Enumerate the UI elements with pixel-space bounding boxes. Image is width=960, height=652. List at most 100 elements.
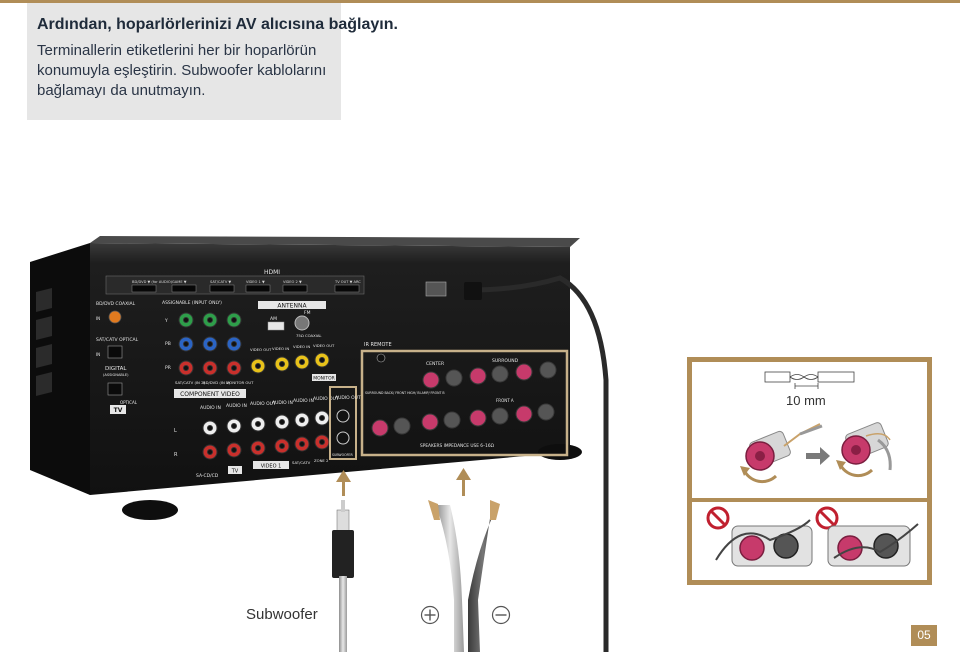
- optical-port-sat: [107, 345, 123, 359]
- component-y-label: Y: [164, 318, 168, 324]
- assignable-label: ASSIGNABLE (INPUT ONLY): [162, 300, 222, 306]
- channel-l-label: L: [174, 428, 177, 434]
- tv-badge: [110, 405, 126, 414]
- digital-label: DIGITAL: [105, 366, 127, 372]
- subwoofer-caption: Subwoofer: [246, 606, 318, 623]
- subwoofer-jack-1: [336, 409, 350, 423]
- monitor-label: MONITOR: [313, 376, 335, 382]
- video-in-label-2: VIDEO IN: [293, 344, 310, 349]
- coaxial-in-label: IN: [96, 316, 100, 321]
- front-b-label: SURROUND BACK/ FRONT HIGH/ BI-AMP/ FRONT…: [365, 391, 445, 395]
- receiver-foot-right: [538, 444, 582, 460]
- sacd-label: SA-CD/CD: [196, 473, 219, 479]
- audio-in-label-sat: AUDIO IN: [293, 398, 314, 404]
- channel-r-label: R: [174, 452, 178, 458]
- optical-port-tv: [107, 382, 123, 396]
- video-out-label: VIDEO OUT: [250, 347, 272, 352]
- subwoofer-port-label: SUBWOOFER: [332, 453, 353, 457]
- component-jacks: [178, 312, 242, 376]
- instruction-callout: Ardından, hoparlörlerinizi AV alıcısına …: [27, 3, 398, 120]
- antenna-plug: [464, 282, 482, 300]
- video-in-label-1: VIDEO IN: [272, 346, 289, 351]
- ir-remote-label: IR REMOTE: [364, 342, 392, 348]
- arrow-up-icon: [336, 470, 351, 496]
- top-accent-rule: [0, 0, 960, 3]
- hdmi-input-bd: BD/DVD ▼ (for AUDIO): [132, 280, 173, 284]
- surround-label: SURROUND: [492, 358, 519, 364]
- video1-badge: [253, 461, 289, 469]
- component-pb-label: PB: [165, 341, 171, 347]
- sat-catv-optical-label: SAT/CATV OPTICAL: [96, 337, 139, 343]
- hdmi-input-game: GAME ▼: [172, 280, 187, 284]
- speaker-terminals: [371, 361, 557, 437]
- hdmi-input-video2: VIDEO 2 ▼: [283, 280, 302, 284]
- fm-coaxial-label: 75Ω COAXIAL: [296, 333, 322, 338]
- plus-circle-icon: [420, 605, 440, 625]
- wire-strip-length: 10 mm: [786, 393, 826, 408]
- audio-in-label-tv: AUDIO IN: [226, 403, 247, 409]
- antenna-badge: [258, 301, 326, 309]
- hdmi-label: HDMI: [264, 269, 280, 276]
- subwoofer-highlight: [329, 386, 357, 460]
- ir-remote-jack: [376, 353, 386, 363]
- am-terminal: [267, 321, 285, 331]
- tv-optical-label: OPTICAL: [120, 400, 138, 405]
- instruction-title: Ardından, hoparlörlerinizi AV alıcısına …: [37, 16, 398, 33]
- receiver-top-edge: [90, 236, 580, 247]
- video-out-label-2: VIDEO OUT: [313, 343, 335, 348]
- speaker-cable: [428, 500, 500, 652]
- am-label: AM: [270, 316, 277, 322]
- hdmi-tv-out: TV OUT ▼ ARC: [334, 280, 361, 284]
- arrow-right-icon: [806, 447, 830, 465]
- prohibited-icon: [706, 506, 730, 530]
- audio-in-label-sacd: AUDIO IN: [200, 405, 221, 411]
- monitor-badge: [312, 374, 336, 381]
- side-vents: [36, 288, 52, 396]
- tv-audio-label: TV: [231, 469, 239, 475]
- minus-circle-icon: [491, 605, 511, 625]
- terminal-tightened-illustration: [836, 422, 892, 478]
- fm-terminal: [294, 315, 310, 331]
- wrong-connection-right: [827, 523, 919, 567]
- tv-badge-label: TV: [114, 407, 123, 414]
- arrow-up-icon: [456, 468, 471, 496]
- component-video-badge: [174, 389, 246, 398]
- audio-out-label-1: AUDIO OUT: [250, 401, 276, 407]
- hdmi-ports: [131, 284, 360, 293]
- video1-label: VIDEO 1: [261, 464, 282, 470]
- prohibited-icon: [815, 506, 839, 530]
- front-a-label: FRONT A: [496, 398, 514, 403]
- wrong-connection-left: [715, 519, 813, 567]
- terminal-insert-illustration: [740, 423, 823, 484]
- bd-dvd-coaxial-label: BD/DVD COAXIAL: [96, 301, 136, 307]
- instruction-body: Terminallerin etiketlerini her bir hopar…: [37, 42, 327, 99]
- tv-audio-badge: [228, 466, 242, 474]
- center-label: CENTER: [426, 361, 444, 367]
- subwoofer-audio-out-label: AUDIO OUT: [335, 395, 361, 401]
- hdmi-input-sat: SAT/CATV ▼: [210, 280, 231, 284]
- antenna-cable: [469, 275, 609, 652]
- coaxial-jack: [108, 310, 122, 324]
- component-pr-label: PR: [165, 365, 171, 371]
- speakers-impedance-label: SPEAKERS IMPEDANCE USE 6–16Ω: [420, 443, 495, 449]
- page-number: 05: [911, 625, 937, 646]
- component-sat-label: SAT/CATV (IN 2): [175, 380, 206, 385]
- receiver-side-panel: [30, 243, 90, 495]
- network-port: [425, 281, 447, 297]
- fm-label: FM: [304, 310, 311, 316]
- zone2-label: ZONE 2: [314, 458, 329, 463]
- receiver-foot-left: [122, 500, 178, 520]
- speaker-terminal-highlight: [360, 349, 569, 457]
- antenna-label: ANTENNA: [277, 303, 307, 310]
- hdmi-input-video1: VIDEO 1 ▼: [246, 280, 265, 284]
- subwoofer-rca-cable: [332, 500, 354, 652]
- video-jacks: [250, 352, 330, 374]
- audio-in-label-video1: AUDIO IN: [272, 400, 293, 406]
- subwoofer-jack-2: [336, 431, 350, 445]
- digital-assignable-label: (ASSIGNABLE): [103, 373, 129, 377]
- audio-out-label-zone2: AUDIO OUT: [313, 396, 339, 402]
- component-monitor-label: MONITOR OUT: [226, 380, 254, 385]
- optical-in-label: IN: [96, 352, 100, 357]
- component-bd-label: BD/DVD (IN 1): [203, 380, 230, 385]
